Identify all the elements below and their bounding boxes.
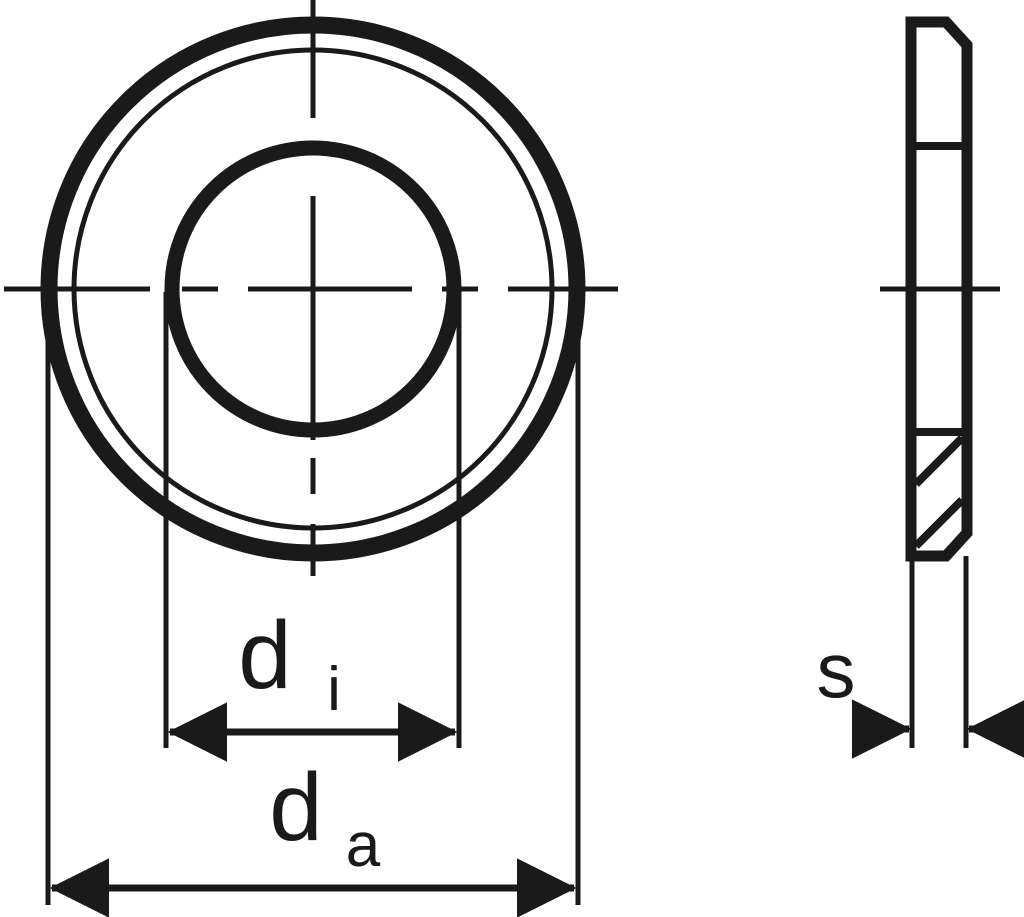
top-view-group <box>4 0 618 576</box>
outer-diameter-dimension: d a <box>45 292 581 917</box>
side-view-group <box>880 16 1000 562</box>
outer-diameter-subscript: a <box>346 811 381 880</box>
inner-diameter-subscript: i <box>327 655 341 724</box>
outer-diameter-label: d <box>269 754 322 861</box>
thickness-dimension: s <box>817 556 1024 759</box>
section-hatching-lower <box>913 435 965 549</box>
section-hatching-upper <box>916 32 962 140</box>
thickness-label: s <box>817 626 856 714</box>
inner-diameter-dimension: d i <box>163 292 462 762</box>
inner-diameter-label: d <box>238 602 291 709</box>
